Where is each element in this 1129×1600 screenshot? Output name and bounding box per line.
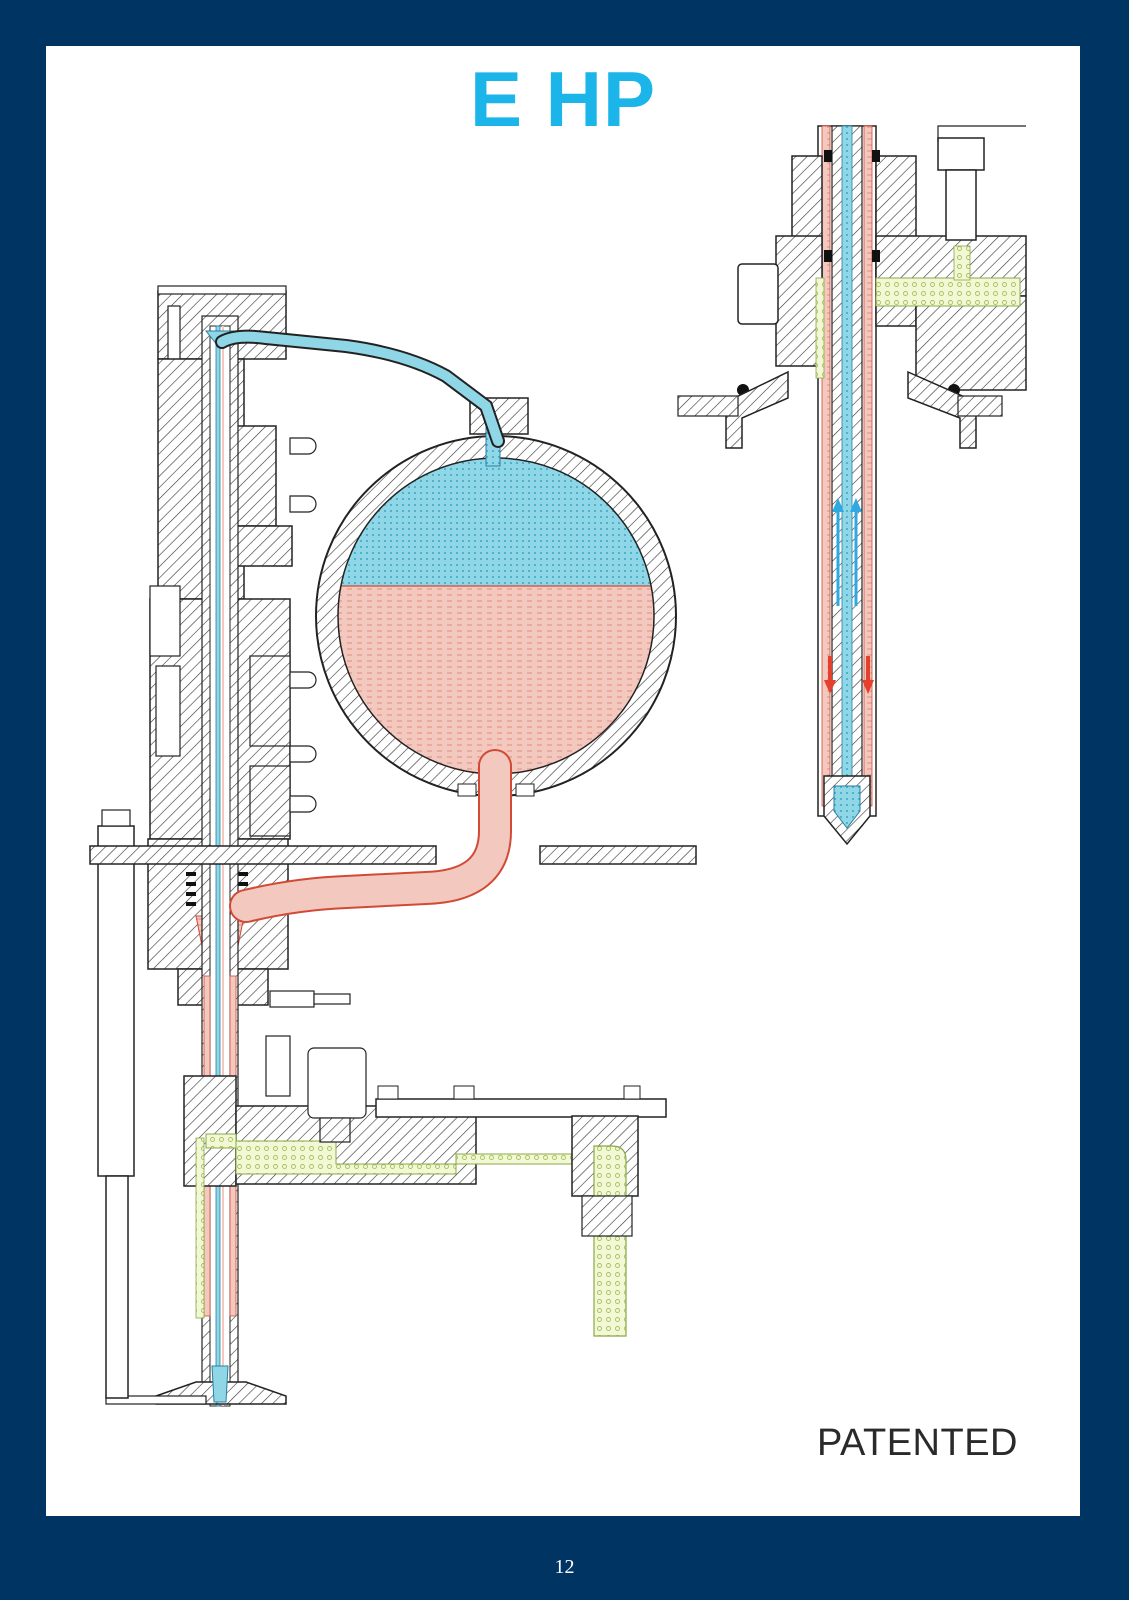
nozzle-detail-view [677,125,1027,846]
pressure-tank [315,397,677,797]
page-title: E HP [469,55,657,143]
white-panel: E HP [46,46,1080,1516]
liquid-line [231,751,510,921]
patent-label: PATENTED [816,1422,1018,1464]
technical-cross-section-drawing [89,125,1027,1407]
page-number: 12 [554,1556,575,1578]
flow-arrows [824,498,874,694]
gas-line [217,331,503,446]
mounting-plate [89,845,697,865]
